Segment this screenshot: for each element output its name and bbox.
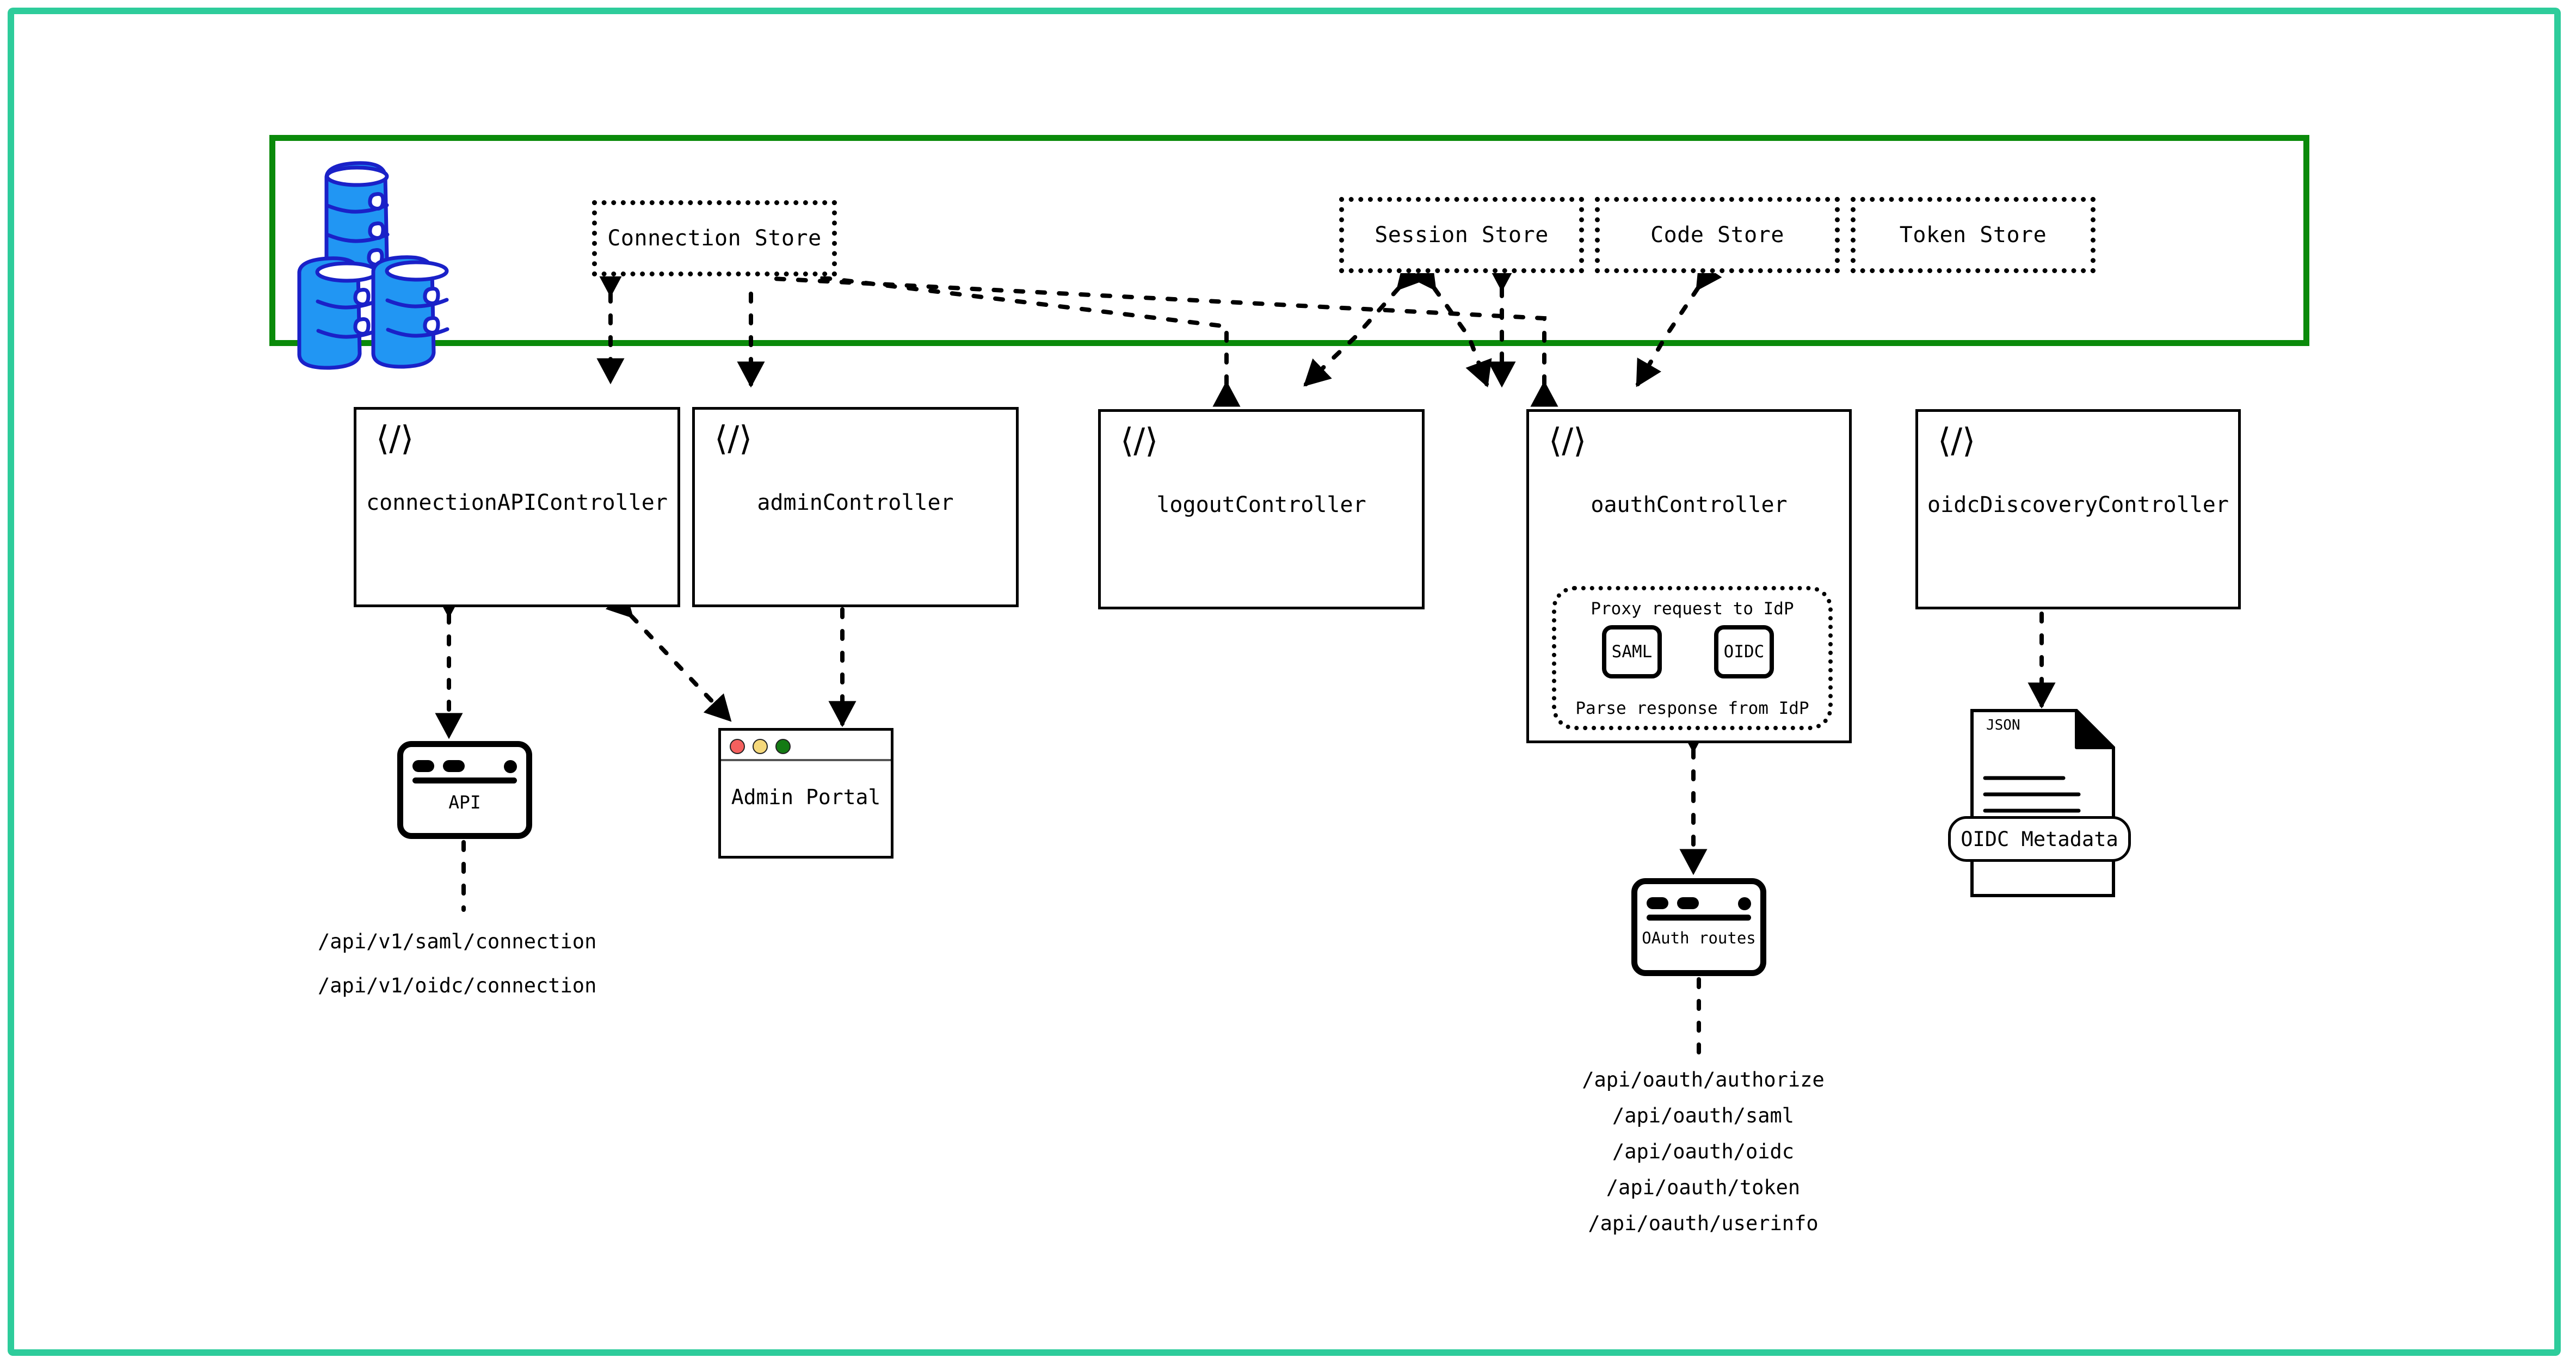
titlebar-pill-1 (1647, 897, 1668, 909)
controller-connectionapicontroller[interactable]: ⟨/⟩ connectionAPIController (354, 407, 680, 607)
code-store-label: Code Store (1650, 223, 1784, 248)
endpoint-item: /api/oauth/oidc (1612, 1140, 1795, 1163)
json-doc-shape (1970, 709, 2115, 897)
connection-store-label: Connection Store (607, 226, 822, 251)
browser-titlebar (721, 731, 891, 761)
oauth-endpoints: /api/oauth/authorize /api/oauth/saml /ap… (1513, 1062, 1894, 1242)
titlebar-pill-1 (412, 760, 434, 772)
oidc-metadata-label-pill[interactable]: OIDC Metadata (1948, 816, 2131, 862)
idp-proxy-block: Proxy request to IdP SAML OIDC Parse res… (1552, 586, 1833, 730)
oauth-window-titlebar (1647, 893, 1751, 915)
json-doc-type-label: JSON (1986, 717, 2020, 733)
oidc-metadata-label: OIDC Metadata (1961, 827, 2118, 851)
endpoint-item: /api/oauth/userinfo (1588, 1212, 1819, 1235)
protocol-saml-label: SAML (1611, 642, 1653, 662)
oauth-window-rule (1647, 915, 1751, 921)
api-window-titlebar (412, 756, 517, 777)
code-store[interactable]: Code Store (1595, 197, 1840, 273)
protocol-saml[interactable]: SAML (1602, 625, 1662, 678)
controller-label: logoutController (1156, 492, 1366, 517)
controller-oidcdiscoverycontroller[interactable]: ⟨/⟩ oidcDiscoveryController (1915, 409, 2241, 609)
controller-label: adminController (757, 490, 954, 515)
browser-window-icon[interactable]: Admin Portal (718, 728, 893, 859)
code-icon: ⟨/⟩ (1549, 421, 1587, 460)
controller-label: oauthController (1591, 492, 1788, 517)
controller-label: connectionAPIController (366, 490, 668, 515)
titlebar-dot-right (1738, 897, 1751, 910)
endpoint-item: /api/v1/oidc/connection (318, 974, 597, 997)
token-store[interactable]: Token Store (1851, 197, 2096, 273)
controller-oauthcontroller[interactable]: ⟨/⟩ oauthController Proxy request to IdP… (1526, 409, 1852, 743)
api-window-icon[interactable]: API (397, 741, 532, 839)
oauth-routes-window-icon[interactable]: OAuth routes (1631, 878, 1766, 976)
endpoint-item: /api/oauth/saml (1612, 1104, 1795, 1127)
admin-portal-label: Admin Portal (731, 785, 881, 809)
controller-logoutcontroller[interactable]: ⟨/⟩ logoutController (1098, 409, 1425, 609)
protocol-oidc-label: OIDC (1723, 642, 1765, 662)
endpoint-item: /api/oauth/token (1606, 1176, 1801, 1199)
api-window-rule (412, 777, 517, 783)
titlebar-pill-2 (1677, 897, 1699, 909)
protocol-oidc[interactable]: OIDC (1714, 625, 1774, 678)
idp-proxy-request-label: Proxy request to IdP (1591, 599, 1794, 619)
endpoint-item: /api/v1/saml/connection (318, 930, 597, 953)
code-icon: ⟨/⟩ (714, 418, 753, 458)
api-label: API (448, 792, 481, 813)
titlebar-pill-2 (443, 760, 465, 772)
outer-frame (8, 8, 2561, 1356)
controller-label: oidcDiscoveryController (1927, 492, 2229, 517)
code-icon: ⟨/⟩ (376, 418, 414, 458)
connection-store[interactable]: Connection Store (592, 200, 837, 276)
session-store-label: Session Store (1375, 223, 1549, 248)
idp-parse-response-label: Parse response from IdP (1575, 699, 1809, 718)
code-icon: ⟨/⟩ (1120, 421, 1158, 460)
traffic-light-red (730, 739, 745, 754)
oauth-routes-label: OAuth routes (1642, 929, 1756, 947)
session-store[interactable]: Session Store (1339, 197, 1584, 273)
json-document-icon[interactable]: JSON (1970, 708, 2116, 898)
titlebar-dot-right (504, 760, 517, 773)
controller-admincontroller[interactable]: ⟨/⟩ adminController (692, 407, 1019, 607)
endpoint-item: /api/oauth/authorize (1582, 1068, 1825, 1091)
connection-api-endpoints: /api/v1/saml/connection /api/v1/oidc/con… (318, 919, 596, 1008)
code-icon: ⟨/⟩ (1938, 421, 1976, 460)
traffic-light-green (775, 739, 791, 754)
token-store-label: Token Store (1899, 223, 2047, 248)
traffic-light-yellow (753, 739, 768, 754)
